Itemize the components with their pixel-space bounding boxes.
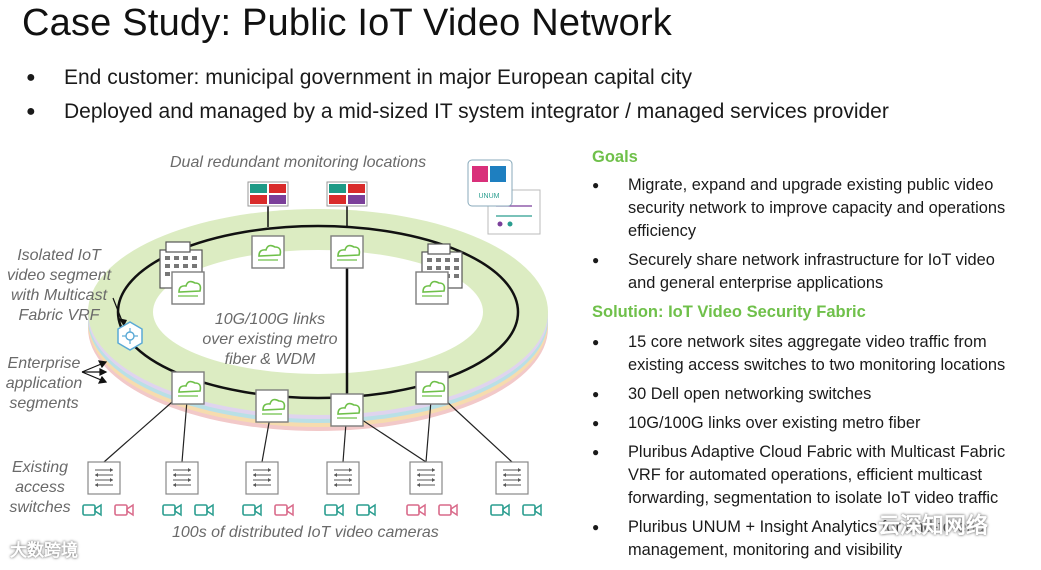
video-camera-icon xyxy=(82,503,102,517)
video-camera-icon xyxy=(324,503,344,517)
video-camera-icon xyxy=(522,503,542,517)
core-switch-group xyxy=(171,235,449,427)
core-switch-icon xyxy=(171,371,205,405)
ring-inner xyxy=(153,250,483,374)
access-switch-icon xyxy=(326,461,360,495)
video-camera-icon xyxy=(406,503,426,517)
enterprise-segment-arrows xyxy=(81,360,108,384)
access-switch-icon xyxy=(87,461,121,495)
solution-item: ●15 core network sites aggregate video t… xyxy=(592,333,1006,374)
video-camera-icon xyxy=(162,503,182,517)
access-switch-icon xyxy=(245,461,279,495)
core-switch-icon xyxy=(171,271,205,305)
monitor-screen-1 xyxy=(247,181,289,207)
video-camera-icon xyxy=(194,503,214,517)
core-switch-icon xyxy=(251,235,285,269)
video-camera-icon xyxy=(242,503,262,517)
core-switch-icon xyxy=(255,389,289,423)
ring-links-label: 10G/100G links over existing metro fiber… xyxy=(202,311,338,368)
core-switch-icon xyxy=(330,235,364,269)
camera-group xyxy=(82,503,542,517)
solution-item: ●10G/100G links over existing metro fibe… xyxy=(592,414,921,432)
watermark-right: 云深知网络 xyxy=(878,513,989,538)
solution-item: ●Pluribus UNUM + Insight Analytics for e… xyxy=(592,518,985,559)
intro-bullet-list: ●End customer: municipal government in m… xyxy=(26,64,889,132)
solution-item: ●30 Dell open networking switches xyxy=(592,385,872,403)
solution-item: ●Pluribus Adaptive Cloud Fabric with Mul… xyxy=(592,443,1006,507)
monitor-screen-2 xyxy=(326,181,368,207)
details-panel: Goals ●Migrate, expand and upgrade exist… xyxy=(592,146,1038,562)
solution-heading: Solution: IoT Video Security Fabric xyxy=(592,303,866,321)
video-camera-icon xyxy=(438,503,458,517)
monitoring-label: Dual redundant monitoring locations xyxy=(170,154,427,171)
access-switches-label: Existing access switches xyxy=(9,459,71,516)
access-switch-group xyxy=(87,461,529,495)
access-switch-icon xyxy=(409,461,443,495)
access-switch-icon xyxy=(495,461,529,495)
core-switch-icon xyxy=(330,393,364,427)
intro-bullet: ●End customer: municipal government in m… xyxy=(26,66,692,89)
network-diagram: UNUM xyxy=(0,140,590,565)
access-switch-icon xyxy=(165,461,199,495)
page-title: Case Study: Public IoT Video Network xyxy=(22,2,673,44)
goal-item: ●Migrate, expand and upgrade existing pu… xyxy=(592,176,1006,240)
video-camera-icon xyxy=(356,503,376,517)
cameras-label: 100s of distributed IoT video cameras xyxy=(172,524,439,541)
video-camera-icon xyxy=(114,503,134,517)
core-switch-icon xyxy=(415,271,449,305)
unum-app-icon: UNUM xyxy=(467,159,541,235)
enterprise-segments-label: Enterprise application segments xyxy=(5,355,83,412)
watermark-left: 大数跨境 xyxy=(10,541,78,560)
core-switch-icon xyxy=(415,371,449,405)
video-camera-icon xyxy=(274,503,294,517)
isolated-segment-label: Isolated IoT video segment with Multicas… xyxy=(6,247,112,324)
video-camera-icon xyxy=(490,503,510,517)
svg-text:UNUM: UNUM xyxy=(479,193,500,200)
goal-item: ●Securely share network infrastructure f… xyxy=(592,251,995,292)
network-diagram-svg: UNUM xyxy=(81,159,548,517)
intro-bullet: ●Deployed and managed by a mid-sized IT … xyxy=(26,100,889,123)
multicast-vrf-icon xyxy=(112,297,143,351)
goals-heading: Goals xyxy=(592,148,638,166)
